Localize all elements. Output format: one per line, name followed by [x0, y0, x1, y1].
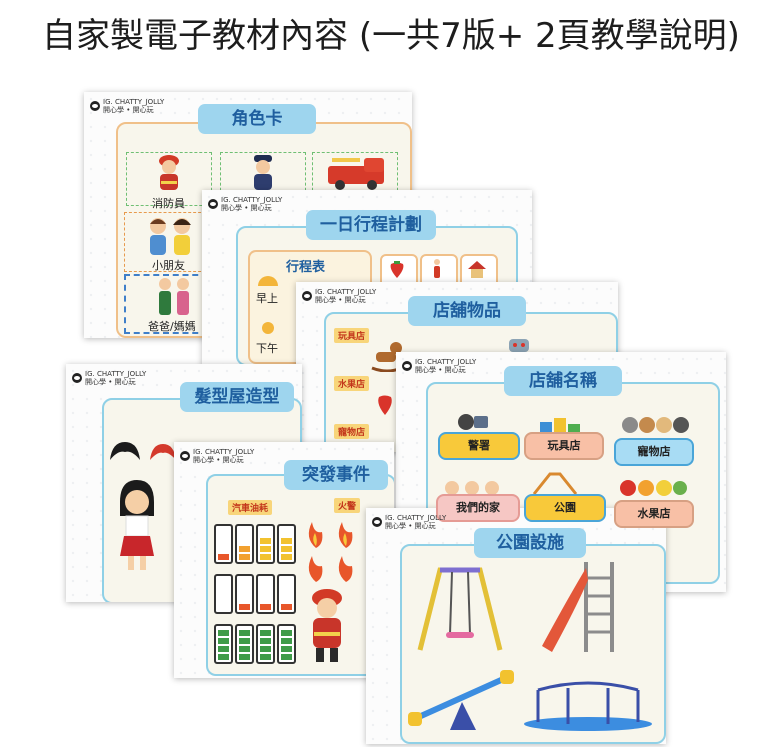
rocking-horse-icon [371, 342, 403, 372]
battery-icon [277, 624, 296, 664]
girl-avatar-icon [120, 480, 154, 570]
fruits-icon [620, 480, 687, 496]
panda-logo-icon [402, 361, 412, 371]
battery-icon [235, 624, 254, 664]
battery-icon [277, 574, 296, 614]
robot-icon [509, 339, 529, 352]
battery-icon [256, 624, 275, 664]
strawberry-icon [390, 261, 404, 278]
sun-icon [258, 276, 278, 286]
hair-piece-icon [150, 444, 176, 460]
battery-icon [214, 524, 233, 564]
panda-logo-icon [302, 291, 312, 301]
shop-name-badge: 寵物店 [614, 438, 694, 466]
police-icon [254, 155, 272, 190]
card-title: 髮型屋造型 [180, 382, 294, 412]
battery-grid [214, 524, 296, 664]
fire-icon [308, 522, 353, 582]
shop-name-badge: 玩具店 [524, 432, 604, 460]
toy-blocks-icon [540, 418, 580, 434]
parents-icon [159, 278, 189, 315]
battery-icon [235, 574, 254, 614]
kids-icon [150, 218, 191, 255]
event-tag: 汽車油耗 [228, 500, 273, 515]
battery-icon [277, 524, 296, 564]
event-tag: 火警 [334, 498, 361, 513]
card-title: 角色卡 [198, 104, 316, 134]
card-title: 公園設施 [474, 528, 586, 558]
shop-name-badge: 公園 [524, 494, 606, 522]
shop-tag: 玩具店 [334, 328, 370, 343]
role-label: 爸爸/媽媽 [148, 320, 196, 333]
shop-tag: 水果店 [334, 376, 370, 391]
battery-icon [256, 524, 275, 564]
family-icon [445, 481, 499, 495]
panda-logo-icon [90, 101, 100, 111]
panda-logo-icon [372, 517, 382, 527]
firefighter-icon [159, 155, 179, 190]
schedule-row: 下午 [256, 342, 278, 355]
house-icon [468, 261, 486, 278]
pets-icon [622, 417, 689, 433]
firefighter-icon [312, 589, 342, 662]
card-title: 突發事件 [284, 460, 388, 490]
swing-icon [417, 567, 503, 651]
role-label: 小朋友 [152, 259, 185, 272]
panda-logo-icon [208, 199, 218, 209]
panda-logo-icon [180, 451, 190, 461]
hair-piece-icon [110, 442, 140, 460]
strawberry-icon [378, 395, 392, 415]
battery-icon [256, 574, 275, 614]
shop-name-badge: 水果店 [614, 500, 694, 528]
card-title: 一日行程計劃 [306, 210, 436, 240]
card-title: 店舖名稱 [504, 366, 622, 396]
shop-tag: 寵物店 [334, 424, 370, 439]
merry-go-round-icon [524, 681, 652, 731]
battery-icon [214, 624, 233, 664]
battery-icon [235, 524, 254, 564]
shop-name-badge: 警署 [438, 432, 520, 460]
sun-icon [262, 322, 274, 334]
park-panel [400, 544, 666, 744]
playground-icon [532, 472, 578, 495]
seesaw-icon [408, 670, 514, 730]
card-title: 店舖物品 [408, 296, 526, 326]
schedule-row: 早上 [256, 292, 278, 305]
fire-truck-icon [328, 158, 384, 190]
schedule-table-title: 行程表 [286, 260, 326, 275]
slide-icon [542, 562, 614, 652]
walking-person-icon [434, 259, 440, 278]
shop-name-badge: 我們的家 [436, 494, 520, 522]
police-badge-icon [458, 414, 488, 430]
role-label: 消防員 [152, 197, 185, 210]
battery-icon [214, 574, 233, 614]
page-heading: 自家製電子教材內容 (一共7版+ 2頁教學說明) [42, 16, 740, 56]
panda-logo-icon [72, 373, 82, 383]
